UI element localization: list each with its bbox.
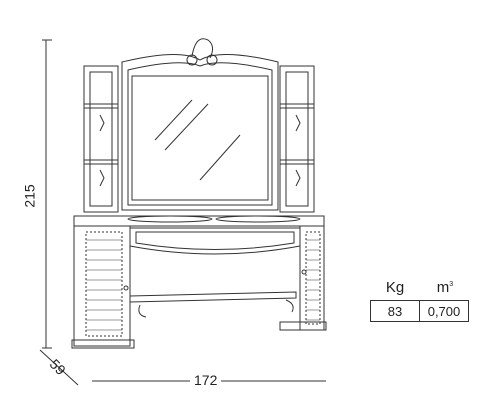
- mirror-frame: [121, 54, 279, 211]
- right-side-column: [279, 65, 315, 213]
- weight-value: 83: [370, 300, 420, 322]
- height-dimension-label: 215: [21, 184, 38, 208]
- volume-value: 0,700: [419, 300, 469, 322]
- left-side-column: [83, 65, 119, 213]
- volume-exponent: 3: [449, 281, 454, 288]
- height-dimension-line: [42, 39, 52, 349]
- left-cabinet: [71, 225, 135, 349]
- volume-header: m3: [420, 279, 470, 296]
- volume-unit: m: [436, 279, 450, 296]
- spec-table-header: Kg m3: [370, 272, 470, 296]
- right-cabinet: [279, 225, 327, 331]
- bottom-shelf: [129, 291, 297, 318]
- width-dimension-label: 172: [190, 372, 222, 388]
- countertop: [73, 215, 325, 227]
- table-row: 83 0,700: [370, 300, 469, 322]
- depth-dimension-line: [39, 349, 79, 386]
- lamp-icon: [186, 38, 218, 66]
- spec-table: 83 0,700: [370, 300, 469, 322]
- spec-table-block: Kg m3 83 0,700: [370, 272, 470, 322]
- drawer-front: [129, 227, 301, 255]
- weight-header: Kg: [385, 279, 405, 296]
